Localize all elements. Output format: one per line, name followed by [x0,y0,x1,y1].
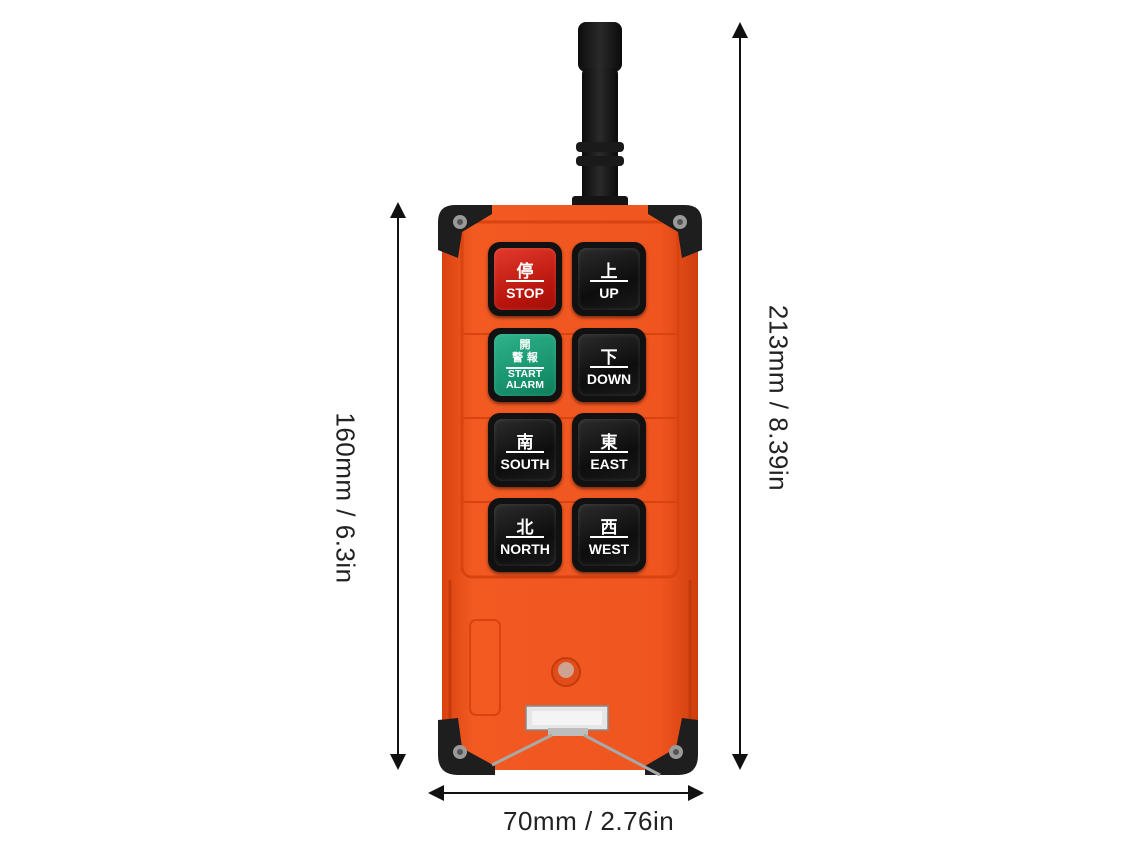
west-button-cjk: 西 [600,518,618,538]
start-alarm-button-face: 開 警 報 START ALARM [494,334,556,396]
up-button[interactable]: 上 UP [572,242,646,316]
south-button-label: SOUTH [500,456,550,472]
south-button-face: 南 SOUTH [494,419,556,481]
key-clip [491,705,661,777]
stop-button-divider [506,280,544,282]
east-button-cjk: 東 [600,433,618,453]
width-arrow-left [428,785,444,801]
east-button-label: EAST [590,456,628,472]
south-button-cjk: 南 [516,433,534,453]
body-height-arrow-bottom [390,754,406,770]
north-button-cjk: 北 [516,518,534,538]
north-button[interactable]: 北 NORTH [488,498,562,572]
north-button-face: 北 NORTH [494,504,556,566]
stop-button-cjk: 停 [516,262,534,282]
width-arrow-right [688,785,704,801]
east-button-divider [590,451,628,453]
total-height-line [739,36,741,756]
down-button-cjk: 下 [600,348,618,368]
down-button-face: 下 DOWN [578,334,640,396]
body-height-line [397,216,399,756]
west-button-face: 西 WEST [578,504,640,566]
up-button-face: 上 UP [578,248,640,310]
south-button-divider [506,451,544,453]
total-height-arrow-bottom [732,754,748,770]
status-led [551,657,581,687]
start-alarm-button-label: START ALARM [506,368,544,391]
south-button[interactable]: 南 SOUTH [488,413,562,487]
width-label: 70mm / 2.76in [503,806,675,836]
start-alarm-button[interactable]: 開 警 報 START ALARM [488,328,562,402]
start-alarm-button-cjk: 開 警 報 [512,338,538,364]
west-button-label: WEST [588,541,630,557]
west-button-divider [590,536,628,538]
total-height-arrow-top [732,22,748,38]
west-button[interactable]: 西 WEST [572,498,646,572]
east-button[interactable]: 東 EAST [572,413,646,487]
up-button-label: UP [599,285,619,301]
up-button-divider [590,280,628,282]
down-button[interactable]: 下 DOWN [572,328,646,402]
antenna [572,22,628,210]
down-button-divider [590,366,628,368]
body-height-label: 160mm / 6.3in [330,412,361,584]
start-alarm-button-divider [506,367,544,369]
stop-button[interactable]: 停 STOP [488,242,562,316]
body-height-arrow-top [390,202,406,218]
corner-bumpers [438,205,702,775]
east-button-face: 東 EAST [578,419,640,481]
stop-button-face: 停 STOP [494,248,556,310]
down-button-label: DOWN [586,371,632,387]
stop-button-label: STOP [506,285,544,301]
up-button-cjk: 上 [600,262,618,282]
north-button-divider [506,536,544,538]
north-button-label: NORTH [500,541,550,557]
width-line [442,792,690,794]
total-height-label: 213mm / 8.39in [763,304,794,492]
